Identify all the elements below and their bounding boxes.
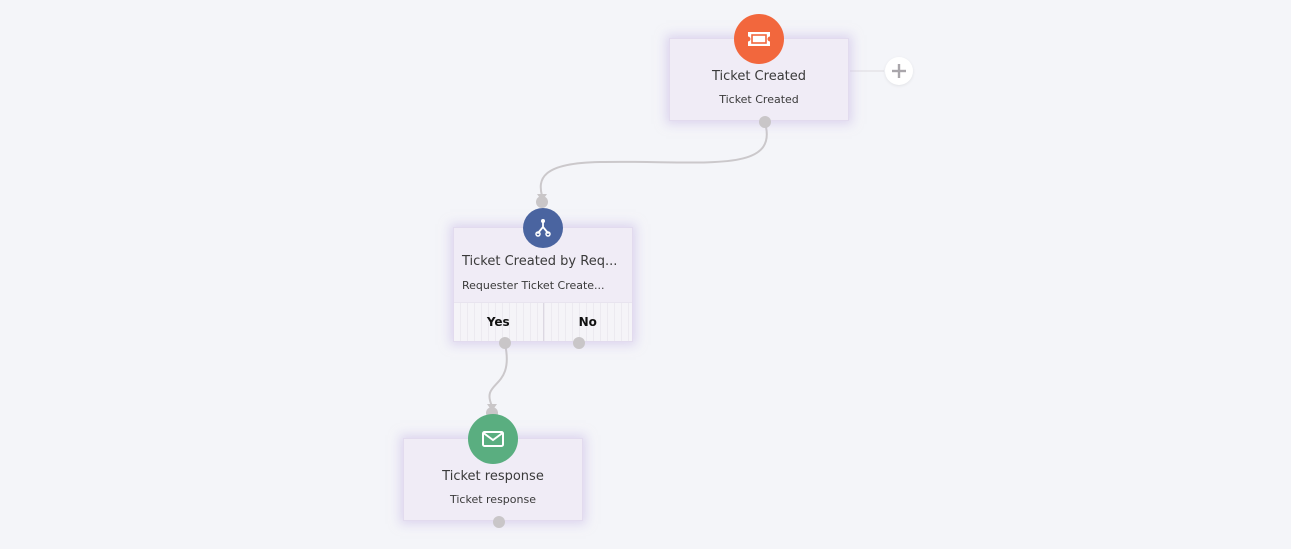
plus-icon xyxy=(892,64,906,78)
condition-branches: Yes No xyxy=(454,302,632,341)
trigger-node-title: Ticket Created xyxy=(711,69,807,84)
envelope-icon xyxy=(482,431,504,447)
condition-node-title: Ticket Created by Req... xyxy=(462,254,618,269)
ticket-icon xyxy=(748,32,770,46)
connector-yes-to-action xyxy=(488,343,508,407)
action-output-port[interactable] xyxy=(493,516,505,528)
condition-input-port[interactable] xyxy=(536,196,548,208)
action-node-icon-badge[interactable] xyxy=(468,414,518,464)
action-node-subtitle: Ticket response xyxy=(449,493,536,506)
condition-node-subtitle: Requester Ticket Create... xyxy=(462,279,605,292)
trigger-output-port[interactable] xyxy=(759,116,771,128)
action-node-title: Ticket response xyxy=(442,469,544,484)
trigger-node-icon-badge[interactable] xyxy=(734,14,784,64)
no-output-port[interactable] xyxy=(573,337,585,349)
branch-yes[interactable]: Yes xyxy=(486,315,510,329)
condition-node-icon-badge[interactable] xyxy=(523,208,563,248)
add-step-button[interactable] xyxy=(885,57,913,85)
yes-output-port[interactable] xyxy=(499,337,511,349)
branch-no[interactable]: No xyxy=(542,303,633,341)
trigger-node-subtitle: Ticket Created xyxy=(719,93,799,106)
branch-icon xyxy=(535,219,551,237)
connector-trigger-to-condition xyxy=(539,122,768,197)
